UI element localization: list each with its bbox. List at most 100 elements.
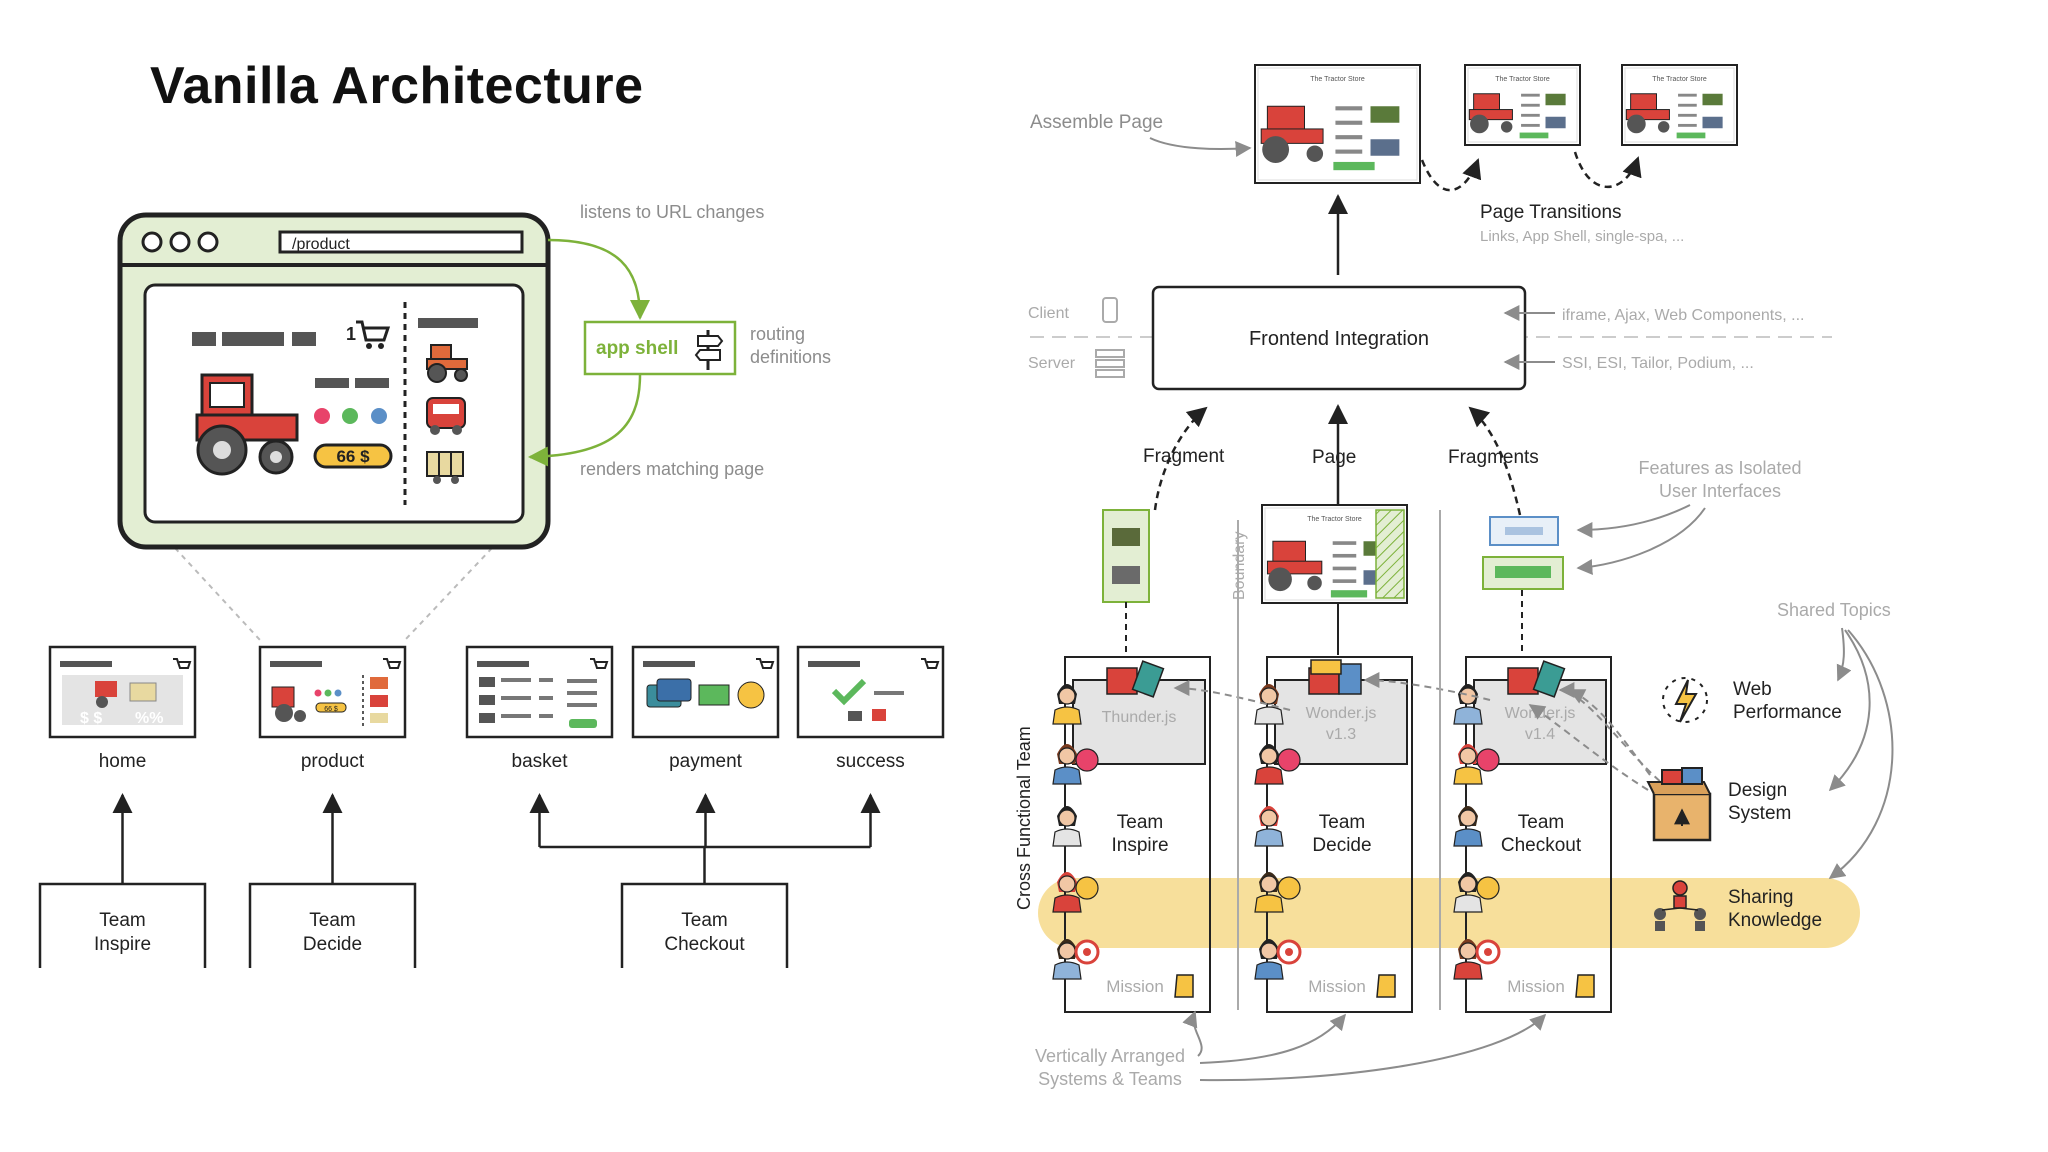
features-arrow-1 <box>1576 504 1691 538</box>
features-label-2: User Interfaces <box>1659 481 1781 501</box>
tech-stack-label: v1.3 <box>1326 726 1356 743</box>
team-member-icon <box>1254 872 1284 913</box>
mission-label: Mission <box>1507 977 1565 996</box>
fragment-arrow <box>1153 406 1208 511</box>
left-team-label: Team <box>681 910 727 931</box>
thumbnail-title: The Tractor Store <box>1310 76 1365 83</box>
vertical-arrow-2 <box>1199 1013 1347 1064</box>
mission-label: Mission <box>1308 977 1366 996</box>
design-system-arrow-2 <box>1528 704 1649 791</box>
shared-dependency-arrow <box>1363 672 1491 701</box>
page-thumbnail-home[interactable]: $ $%%home <box>48 645 197 772</box>
people-network-icon <box>1654 880 1706 931</box>
app-shell-box: app shell <box>583 320 737 376</box>
question-badge-icon <box>1476 748 1500 772</box>
renders-label: renders matching page <box>580 459 764 479</box>
fragments-label: Fragments <box>1448 447 1539 468</box>
team-member-icon <box>1052 939 1082 980</box>
listens-arrow <box>547 238 650 320</box>
color-option-green[interactable] <box>342 408 358 424</box>
assembled-page-thumbnail[interactable]: The Tractor Store <box>1254 64 1421 184</box>
server-icon <box>1095 349 1125 378</box>
inspire-fragment-preview[interactable] <box>1102 509 1150 603</box>
frontend-integration-box <box>1151 285 1527 391</box>
thumbnail-title: The Tractor Store <box>1495 76 1550 83</box>
team-member-icon <box>1254 744 1284 785</box>
tractor-icon <box>195 373 299 476</box>
price-text: 66 $ <box>336 447 370 466</box>
question-badge-icon <box>1075 748 1099 772</box>
checkout-fragments-preview[interactable] <box>1482 516 1564 590</box>
gear-badge-icon <box>1476 876 1500 900</box>
checkmark-icon <box>831 678 867 706</box>
mission-label: Mission <box>1106 977 1164 996</box>
page-thumbnail-success[interactable]: success <box>796 645 945 772</box>
shared-dependency-arrow <box>1173 680 1291 711</box>
transition-page-thumbnail-2[interactable]: The Tractor Store <box>1621 64 1738 146</box>
mini-cart-icon <box>383 658 402 669</box>
team-member-icon <box>1052 872 1082 913</box>
price-badge[interactable] <box>313 443 393 469</box>
team-name: Inspire <box>1111 835 1168 856</box>
vertically-arranged-label-2: Systems & Teams <box>1038 1069 1182 1089</box>
routing-label-1: routing <box>750 324 805 344</box>
sharing-knowledge-label-1: Sharing <box>1728 887 1794 908</box>
zoom-guide-left <box>174 547 261 641</box>
url-bar[interactable] <box>278 230 524 254</box>
page-label: Page <box>1312 447 1356 468</box>
design-system-box-icon <box>1646 767 1712 842</box>
scroll-icon <box>1174 974 1194 998</box>
cross-functional-label: Cross Functional Team <box>1014 726 1034 910</box>
client-tech-label: iframe, Ajax, Web Components, ... <box>1562 307 1804 324</box>
renders-arrow <box>528 374 642 467</box>
server-tech-label: SSI, ESI, Tailor, Podium, ... <box>1562 355 1754 372</box>
question-badge-icon <box>1277 748 1301 772</box>
recommendation-bus-icon <box>426 397 466 435</box>
window-dot-icon <box>169 231 191 253</box>
page-thumbnail-payment[interactable]: payment <box>631 645 780 772</box>
page-transitions-sub: Links, App Shell, single-spa, ... <box>1480 228 1684 245</box>
shared-topic-arrow-3 <box>1828 629 1894 879</box>
color-option-red[interactable] <box>314 408 330 424</box>
team-member-icon <box>1254 806 1284 847</box>
sharing-knowledge-label-2: Knowledge <box>1728 910 1822 931</box>
mini-cart-icon <box>173 658 192 669</box>
tech-stack-label: v1.4 <box>1525 726 1555 743</box>
team-member-icon <box>1052 744 1082 785</box>
team-member-icon <box>1453 872 1483 913</box>
browser-window: /product 1 <box>117 212 551 550</box>
page-thumbnail-basket[interactable]: basket <box>465 645 614 772</box>
mini-cart-icon <box>590 658 609 669</box>
page-label-success: success <box>836 751 905 772</box>
shared-topic-arrow-2 <box>1828 629 1871 792</box>
team-label: Team <box>1117 812 1163 833</box>
signpost-icon <box>694 330 724 370</box>
team-label: Team <box>1518 812 1564 833</box>
page-label-basket: basket <box>512 751 569 772</box>
team-member-icon <box>1453 744 1483 785</box>
left-team-name: Checkout <box>664 934 745 955</box>
mini-cart-icon <box>921 658 940 669</box>
left-team-label: Team <box>309 910 355 931</box>
phone-icon <box>1102 297 1118 323</box>
listens-label: listens to URL changes <box>580 202 764 222</box>
gear-badge-icon <box>1277 876 1301 900</box>
server-label: Server <box>1028 355 1076 372</box>
thumbnail-title: The Tractor Store <box>1652 76 1707 83</box>
fragment-label: Fragment <box>1143 446 1225 467</box>
color-option-blue[interactable] <box>371 408 387 424</box>
app-shell-label: app shell <box>596 338 678 359</box>
team-label: Team <box>1319 812 1365 833</box>
transition-page-thumbnail-1[interactable]: The Tractor Store <box>1464 64 1581 146</box>
page-thumbnail-product[interactable]: 66 $product <box>258 645 407 772</box>
features-label-1: Features as Isolated <box>1638 458 1801 478</box>
url-text: /product <box>292 236 350 253</box>
product-mini-price: 66 $ <box>324 706 338 713</box>
left-team-label: Team <box>99 910 145 931</box>
